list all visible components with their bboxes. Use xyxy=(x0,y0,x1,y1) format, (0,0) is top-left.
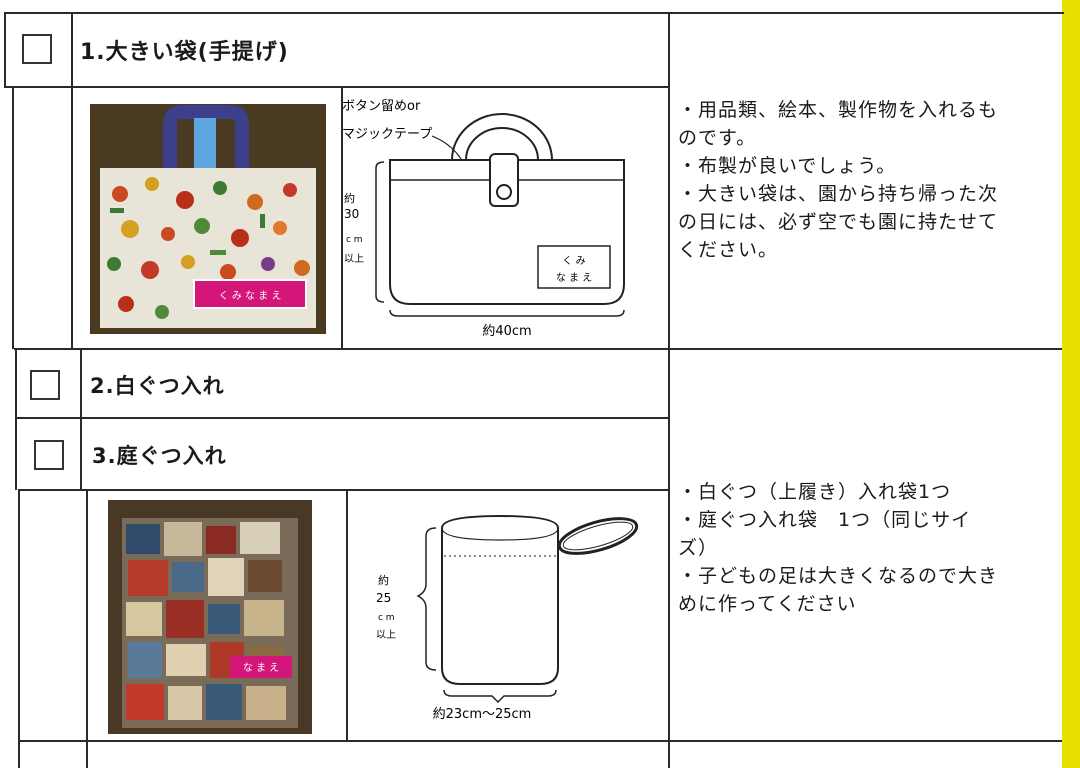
diagram1-button-label-2: マジックテープ xyxy=(342,127,432,142)
checkbox-col-divider-1 xyxy=(71,12,73,349)
item1-desc-line: のです。 xyxy=(678,127,757,149)
photo-diagram-divider-3 xyxy=(346,489,348,741)
diagram1-height-line4: 以上 xyxy=(344,253,364,265)
bag-photo-illustration: く み な ま え xyxy=(90,104,326,334)
row1-bottom xyxy=(14,348,1062,350)
shoe-bag-photo-illustration: な ま え xyxy=(108,500,312,734)
item3-desc-line: ・白ぐつ（上履き）入れ袋1つ xyxy=(678,481,952,503)
table-border-left-bottom xyxy=(18,489,20,768)
diagram1-height-line2: 30 xyxy=(344,207,359,221)
item2-title: 2.白ぐつ入れ xyxy=(90,374,225,398)
row2-bottom xyxy=(16,417,670,419)
item1-desc-line: ください。 xyxy=(678,239,779,261)
diagram1-nametag-line1: く み xyxy=(562,256,585,267)
item1-photo-nametag-text: く み な ま え xyxy=(219,290,282,302)
page-top-edge xyxy=(0,0,1062,12)
item2-3-description: ・白ぐつ（上履き）入れ袋1つ ・庭ぐつ入れ袋 1つ（同じサイ ズ） ・子どもの足… xyxy=(678,478,998,618)
table-border-top xyxy=(4,12,1064,14)
table-border-left-top xyxy=(4,12,6,88)
item3-bag-photo: な ま え xyxy=(108,500,312,734)
item1-title: 1.大きい袋(手提げ) xyxy=(80,40,289,65)
item3-photo-nametag-text: な ま え xyxy=(243,662,279,674)
item3-desc-line: ズ） xyxy=(678,537,719,559)
diagram3-height-line4: 以上 xyxy=(376,629,396,641)
item1-bag-photo: く み な ま え xyxy=(90,104,326,334)
item3-desc-line: ・庭ぐつ入れ袋 1つ（同じサイ xyxy=(678,509,972,531)
item3-desc-line: ・子どもの足は大きくなるので大き xyxy=(678,565,999,587)
checkbox-col-divider-2 xyxy=(80,348,82,490)
diagram1-button-label-1: ボタン留めor xyxy=(342,99,421,114)
diagram1-height-line3: c m xyxy=(346,235,363,245)
diagram3-height-line3: c m xyxy=(378,613,395,623)
item1-desc-line: の日には、必ず空でも園に持たせて xyxy=(678,211,999,233)
description-col-divider xyxy=(668,12,670,768)
diagram1-width-label: 約40cm xyxy=(482,324,531,339)
checkbox-col-divider-3 xyxy=(86,489,88,768)
diagram3-height-line2: 25 xyxy=(376,591,391,605)
table-border-left-mid xyxy=(12,86,14,349)
item3-desc-line: めに作ってください xyxy=(678,593,857,615)
diagram3-width-label: 約23cm～25cm xyxy=(433,707,532,722)
diagram3-height-line1: 約 xyxy=(378,573,389,587)
row1-title-bottom xyxy=(4,86,670,88)
item1-desc-line: ・布製が良いでしょう。 xyxy=(678,155,897,177)
item3-shoe-bag-diagram: 約 25 c m 以上 約23cm～25cm xyxy=(376,514,639,722)
diagram1-nametag-line2: な ま え xyxy=(556,272,592,284)
item2-checkbox[interactable] xyxy=(30,370,60,400)
yellow-side-strip xyxy=(1062,0,1080,768)
item3-checkbox[interactable] xyxy=(34,440,64,470)
row3-title-bottom xyxy=(18,489,668,491)
photo-diagram-divider-1 xyxy=(341,86,343,349)
item3-title: 3.庭ぐつ入れ xyxy=(92,444,227,468)
item1-description: ・用品類、絵本、製作物を入れるも のです。 ・布製が良いでしょう。 ・大きい袋は… xyxy=(678,96,998,264)
diagram1-height-line1: 約 xyxy=(344,191,355,205)
item1-desc-line: ・大きい袋は、園から持ち帰った次 xyxy=(678,183,999,205)
row3-bottom xyxy=(20,740,1062,742)
item1-bag-diagram: ボタン留めor マジックテープ く み な ま え 約 30 c m 以上 約4… xyxy=(342,99,625,339)
table-border-left-low xyxy=(15,348,17,490)
item1-desc-line: ・用品類、絵本、製作物を入れるも xyxy=(678,99,999,121)
item1-checkbox[interactable] xyxy=(22,34,52,64)
